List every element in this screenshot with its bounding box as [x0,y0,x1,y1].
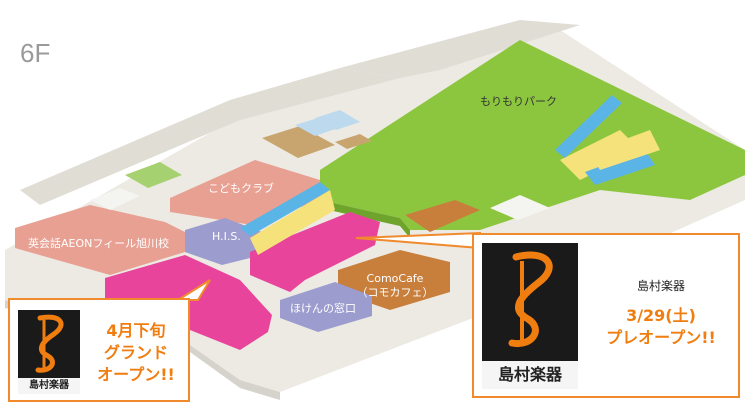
label-hoken: ほけんの窓口 [290,302,356,315]
logo-store-name: 島村楽器 [18,378,80,394]
escalator-right-yellow-2 [590,130,660,170]
label-comocafe-name: ComoCafe [366,272,424,285]
shimamura-logo: 島村楽器 [18,310,80,394]
label-comocafe-kana: （コモカフェ） [356,286,434,299]
room-toilet-blue-2 [315,110,360,130]
grand-open-text: 4月下旬 グランド オープン!! [86,320,186,386]
area-shimamura [250,212,380,292]
pre-open-date: 3/29(土) [626,306,696,325]
wall-top-right [340,20,580,78]
callout-pre-open: 島村楽器 島村楽器 3/29(土) プレオープン!! [472,233,740,398]
escalator-right-blue-2 [585,150,655,185]
shimamura-logo-large: 島村楽器 [482,243,578,389]
escalator-right-blue [555,95,622,158]
grand-open-line2: グランド [103,343,168,362]
pre-open-label: プレオープン!! [606,328,716,347]
shimamura-logo-mark-icon [35,314,64,373]
grand-open-line1: 4月下旬 [106,321,166,340]
pre-open-text: 3/29(土) プレオープン!! [586,305,736,349]
wall-top-left [20,68,400,205]
label-morimori-park: もりもりパーク [480,95,557,108]
area-eikaiwa [15,205,185,275]
room-elevator [125,162,182,188]
room-toilet-blue-1 [295,118,338,136]
label-kodomo-club: こどもクラブ [208,182,274,195]
grand-open-line3: オープン!! [97,365,175,384]
room-toilet-brown [262,126,335,158]
floor-label: 6F [20,38,51,68]
escalator-left-blue [240,182,330,236]
area-brown-upper [405,200,480,232]
pre-open-store-name: 島村楽器 [636,279,685,293]
stairs-left [90,188,140,210]
stairs-right [490,195,550,220]
label-eikaiwa: 英会話AEONフィール旭川校 [28,237,170,250]
logo-large-store-name: 島村楽器 [482,361,578,389]
label-his: H.I.S. [212,230,241,243]
area-morimori-park-side [320,200,410,238]
shimamura-logo-large-mark-icon [508,251,553,348]
area-hoken [280,282,372,332]
escalator-left-yellow [250,190,335,255]
area-morimori-park [320,40,745,230]
callout-grand-open: 島村楽器 4月下旬 グランド オープン!! [8,298,190,402]
room-small-brown [335,134,372,149]
label-comocafe: ComoCafe （コモカフェ） [350,272,440,300]
